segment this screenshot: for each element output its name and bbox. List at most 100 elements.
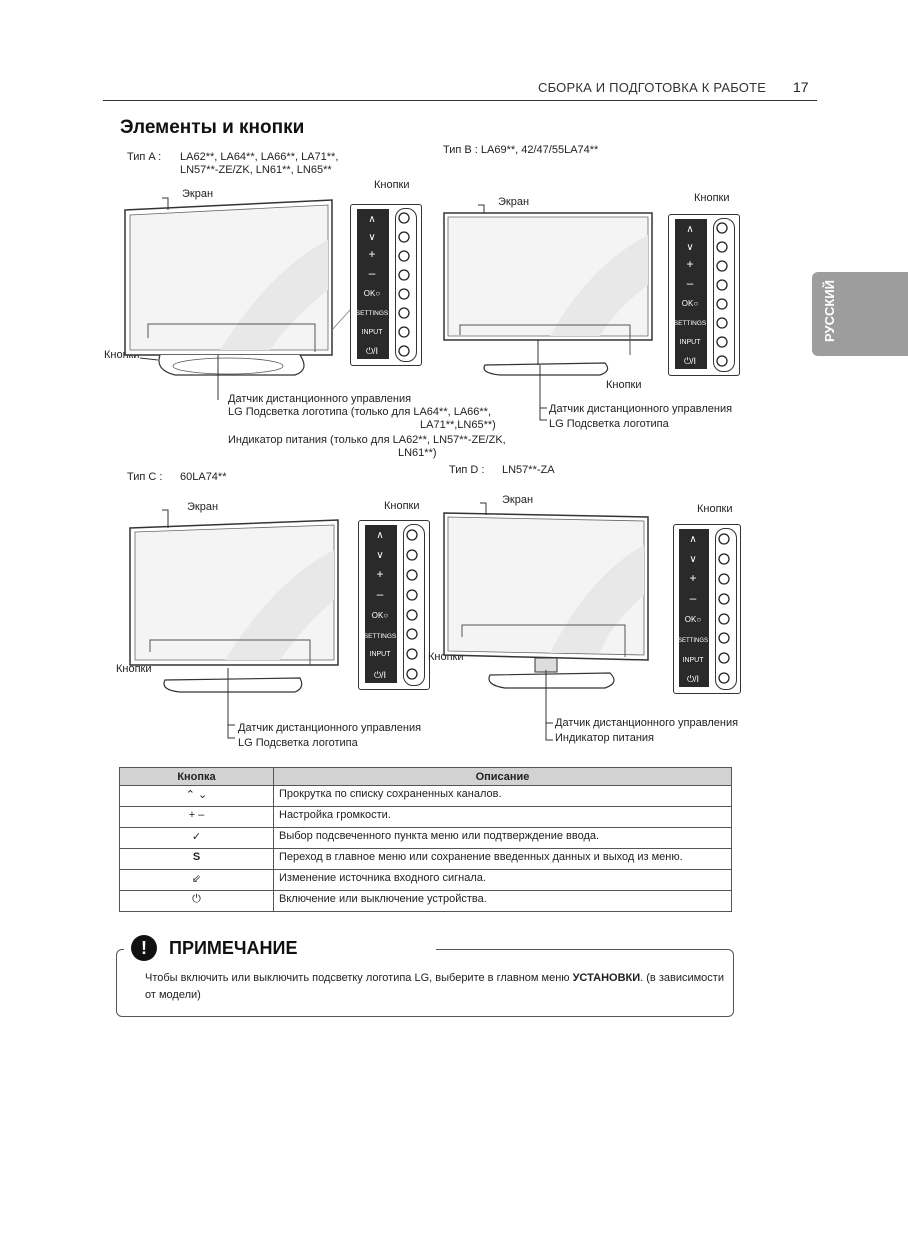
type-c-label: Тип C : xyxy=(127,471,163,483)
table-cell-key: ⌃ ⌄ xyxy=(119,785,274,807)
table-row: ⌃ ⌄ Прокрутка по списку сохраненных кана… xyxy=(119,785,732,807)
table-cell-desc: Переход в главное меню или сохранение вв… xyxy=(273,848,732,870)
svg-text:OK○: OK○ xyxy=(682,299,699,308)
table-cell-key: S xyxy=(119,848,274,870)
note-text-bold: УСТАНОВКИ xyxy=(572,972,641,984)
type-a-callout-power-line2: LN61**) xyxy=(398,447,437,459)
note-title: ПРИМЕЧАНИЕ xyxy=(169,938,298,958)
type-c-callout-remote-sensor: Датчик дистанционного управления xyxy=(238,722,422,734)
svg-text:⏻/I: ⏻/I xyxy=(374,670,386,680)
svg-text:∧: ∧ xyxy=(689,534,696,545)
svg-text:+: + xyxy=(686,257,693,271)
page-title: Элементы и кнопки xyxy=(120,117,305,138)
warning-icon: ! xyxy=(131,935,157,961)
type-a-label: Тип A : xyxy=(127,151,162,163)
table-header-key: Кнопка xyxy=(119,767,274,786)
type-d-model: LN57**-ZA xyxy=(502,464,555,476)
svg-text:∨: ∨ xyxy=(376,550,383,561)
svg-text:∨: ∨ xyxy=(689,554,696,565)
type-d-screen-label: Экран xyxy=(502,494,534,506)
header-divider xyxy=(103,100,817,101)
type-b-callout-logo: LG Подсветка логотипа xyxy=(549,418,669,430)
table-header-row: Кнопка Описание xyxy=(119,767,732,786)
type-c-callout-logo: LG Подсветка логотипа xyxy=(238,737,358,749)
svg-text:OK○: OK○ xyxy=(372,611,389,620)
svg-text:INPUT: INPUT xyxy=(683,657,705,664)
type-b-panel-icons: ∧∨ +– OK○SETTINGS INPUT⏻/I xyxy=(674,222,728,367)
svg-text:OK○: OK○ xyxy=(685,615,702,624)
type-a-buttons-label: Кнопки xyxy=(374,179,410,191)
svg-text:∧: ∧ xyxy=(376,530,383,541)
svg-text:–: – xyxy=(369,266,376,280)
type-c-buttons-label: Кнопки xyxy=(384,500,420,512)
type-b-button-panel xyxy=(668,214,740,376)
table-row: ✓ Выбор подсвеченного пункта меню или по… xyxy=(119,827,732,849)
type-a-panel-icons: ∧ ∨ + – OK○ SETTINGS INPUT ⏻/I xyxy=(356,212,410,357)
type-b-buttons-label: Кнопки xyxy=(694,192,730,204)
table-row: ⇙ Изменение источника входного сигнала. xyxy=(119,869,732,891)
svg-text:–: – xyxy=(690,591,697,605)
svg-text:SETTINGS: SETTINGS xyxy=(674,320,707,327)
svg-text:SETTINGS: SETTINGS xyxy=(678,638,708,644)
page-number: 17 xyxy=(793,79,809,95)
svg-text:OK○: OK○ xyxy=(364,289,381,298)
type-c-tv-illustration xyxy=(129,509,339,739)
svg-text:INPUT: INPUT xyxy=(680,339,702,346)
type-a-tv-illustration xyxy=(124,197,351,400)
type-b-buttons-bottom-label: Кнопки xyxy=(606,379,642,391)
svg-text:INPUT: INPUT xyxy=(370,651,392,658)
panel-up-icon: ∧ xyxy=(368,214,375,225)
table-cell-desc: Изменение источника входного сигнала. xyxy=(273,869,732,891)
type-a-callout-logo-line2: LA71**,LN65**) xyxy=(420,419,496,431)
type-a-callout-remote-sensor: Датчик дистанционного управления xyxy=(228,393,412,405)
type-a-button-panel xyxy=(350,204,422,366)
type-b-callout-remote-sensor: Датчик дистанционного управления xyxy=(549,403,733,415)
svg-text:+: + xyxy=(376,567,383,581)
note-text-pre: Чтобы включить или выключить подсветку л… xyxy=(145,972,573,984)
type-d-callout-power: Индикатор питания xyxy=(555,732,654,744)
svg-text:–: – xyxy=(377,587,384,601)
note-title-mask xyxy=(124,938,436,960)
type-b-callout-bracket xyxy=(539,365,547,421)
type-c-panel-icons: ∧ ∨ + – OK○ SETTINGS INPUT ⏻/I xyxy=(364,529,418,680)
note-text-post: . (в зависимости от модели) xyxy=(145,972,724,1001)
type-c-button-panel xyxy=(358,520,430,690)
note-text: Чтобы включить или выключить подсветку л… xyxy=(145,970,725,1004)
language-tab: РУССКИЙ xyxy=(812,272,908,356)
type-a-models-line2: LN57**-ZE/ZK, LN61**, LN65** xyxy=(180,164,332,176)
svg-text:SETTINGS: SETTINGS xyxy=(356,310,389,317)
type-d-buttons-label: Кнопки xyxy=(697,503,733,515)
table-cell-desc: Настройка громкости. xyxy=(273,806,732,828)
table-cell-key: ✓ xyxy=(119,827,274,849)
header-section-title: СБОРКА И ПОДГОТОВКА К РАБОТЕ xyxy=(538,80,767,95)
type-a-screen-label: Экран xyxy=(182,188,214,200)
svg-text:⏻/I: ⏻/I xyxy=(687,674,699,684)
type-b-label: Тип B : LA69**, 42/47/55LA74** xyxy=(443,144,599,156)
table-row: ⏻ Включение или выключение устройства. xyxy=(119,890,732,912)
type-b-screen-label: Экран xyxy=(498,196,530,208)
table-row: + – Настройка громкости. xyxy=(119,806,732,828)
type-c-screen-label: Экран xyxy=(187,501,219,513)
type-c-buttons-left-label: Кнопки xyxy=(116,663,152,675)
svg-text:+: + xyxy=(368,247,375,261)
table-cell-key: + – xyxy=(119,806,274,828)
svg-text:⏻/I: ⏻/I xyxy=(366,346,378,356)
svg-text:∨: ∨ xyxy=(686,242,693,253)
type-d-tv-illustration xyxy=(443,502,649,741)
type-b-tv-illustration xyxy=(443,204,653,376)
table-cell-key: ⇙ xyxy=(119,869,274,891)
panel-down-icon: ∨ xyxy=(368,232,375,243)
table-cell-desc: Выбор подсвеченного пункта меню или подт… xyxy=(273,827,732,849)
type-a-callout-logo-line1: LG Подсветка логотипа (только для LA64**… xyxy=(228,406,492,418)
svg-text:INPUT: INPUT xyxy=(362,329,384,336)
type-d-callout-remote-sensor: Датчик дистанционного управления xyxy=(555,717,739,729)
type-d-panel-icons: ∧ ∨ + – OK○ SETTINGS INPUT ⏻/I xyxy=(678,533,730,684)
table-row: S Переход в главное меню или сохранение … xyxy=(119,848,732,870)
table-cell-desc: Включение или выключение устройства. xyxy=(273,890,732,912)
svg-text:SETTINGS: SETTINGS xyxy=(364,633,397,640)
table-cell-key: ⏻ xyxy=(119,890,274,912)
type-d-button-panel xyxy=(673,524,741,694)
table-cell-desc: Прокрутка по списку сохраненных каналов. xyxy=(273,785,732,807)
svg-text:+: + xyxy=(689,571,696,585)
language-tab-label: РУССКИЙ xyxy=(822,280,837,342)
